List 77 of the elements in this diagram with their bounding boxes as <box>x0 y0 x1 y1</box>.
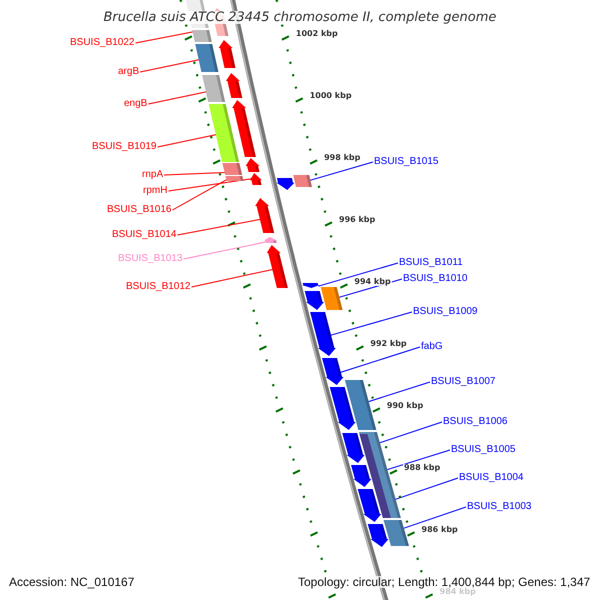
gene-block <box>264 237 278 243</box>
gene-block <box>368 524 388 547</box>
gene-block <box>255 198 274 233</box>
scale-label: 996 kbp <box>338 216 376 224</box>
scale-label: 998 kbp <box>323 154 362 162</box>
leader-line <box>403 506 466 529</box>
gene-label: BSUIS_B1011 <box>399 258 463 268</box>
gene-block <box>225 176 244 181</box>
leader-line <box>183 242 266 260</box>
gene-label: argB <box>118 67 140 77</box>
scale-label: 986 kbp <box>420 526 459 534</box>
leader-line <box>330 312 412 336</box>
gene-block <box>358 489 382 522</box>
gene-label: BSUIS_B1009 <box>413 307 478 317</box>
gene-block <box>250 173 262 185</box>
gene-block <box>226 73 242 98</box>
scale-label: 1002 kbp <box>294 30 339 38</box>
scale-label: 990 kbp <box>386 402 424 410</box>
gene-label: engB <box>124 99 148 109</box>
gene-block <box>342 433 365 463</box>
leader-line <box>177 218 260 236</box>
gene-label: BSUIS_B1014 <box>112 230 176 240</box>
gene-label: BSUIS_B1013 <box>118 254 182 264</box>
gene-label: BSUIS_B1012 <box>126 282 190 292</box>
gene-label: BSUIS_B1010 <box>403 274 468 284</box>
diagram-title: Brucella suis ATCC 23445 chromosome II, complete genome <box>104 11 496 24</box>
genome-summary-text: Topology: circular; Length: 1,400,844 bp; Genes: 1,347 <box>298 576 590 588</box>
leader-line <box>157 134 217 148</box>
gene-block <box>384 520 409 546</box>
gene-label: BSUIS_B1016 <box>107 205 172 215</box>
gene-block <box>266 245 288 288</box>
leader-line <box>135 31 194 44</box>
leader-line <box>378 422 442 444</box>
gene-label: BSUIS_B1007 <box>431 377 496 387</box>
gene-label: BSUIS_B1005 <box>451 445 516 455</box>
scale-label: 1000 kbp <box>308 92 353 100</box>
gene-block <box>293 175 312 187</box>
gene-block <box>276 178 294 190</box>
leader-line <box>148 91 207 104</box>
accession-text: Accession: NC_010167 <box>9 576 134 588</box>
gene-label: fabG <box>421 342 443 352</box>
gene-block <box>232 100 256 157</box>
leader-line <box>191 269 274 288</box>
gene-block <box>202 75 226 102</box>
scale-label: 992 kbp <box>369 340 408 348</box>
gene-label: BSUIS_B1015 <box>374 157 438 167</box>
gene-label: BSUIS_B1003 <box>467 502 532 512</box>
gene-label: BSUIS_B1022 <box>70 38 134 48</box>
gene-block <box>208 104 240 162</box>
gene-label: BSUIS_B1006 <box>443 417 508 427</box>
scale-label: 994 kbp <box>353 278 392 286</box>
gene-block <box>310 312 336 356</box>
gene-block <box>195 44 218 72</box>
leader-line <box>172 179 228 210</box>
gene-block <box>246 158 260 172</box>
leader-line <box>386 450 450 470</box>
leader-line <box>168 178 252 192</box>
gene-block <box>344 380 376 430</box>
gene-block <box>192 30 212 42</box>
leader-line <box>395 478 458 500</box>
leader-line <box>310 162 374 181</box>
leader-line <box>318 262 398 287</box>
gene-label: rnpA <box>142 170 164 180</box>
gene-block <box>351 465 372 487</box>
gene-label: BSUIS_B1019 <box>92 142 156 152</box>
gene-block <box>218 40 236 68</box>
leader-line <box>164 172 226 176</box>
gene-label: BSUIS_B1004 <box>459 473 524 483</box>
gene-label: rpmH <box>143 186 168 196</box>
gene-block <box>304 291 324 310</box>
leader-line <box>340 346 420 373</box>
gene-block <box>322 358 344 385</box>
gene-block <box>302 283 320 288</box>
scale-label: 988 kbp <box>402 464 442 472</box>
gene-block <box>330 387 356 430</box>
leader-line <box>368 382 430 402</box>
gene-block <box>320 287 343 310</box>
